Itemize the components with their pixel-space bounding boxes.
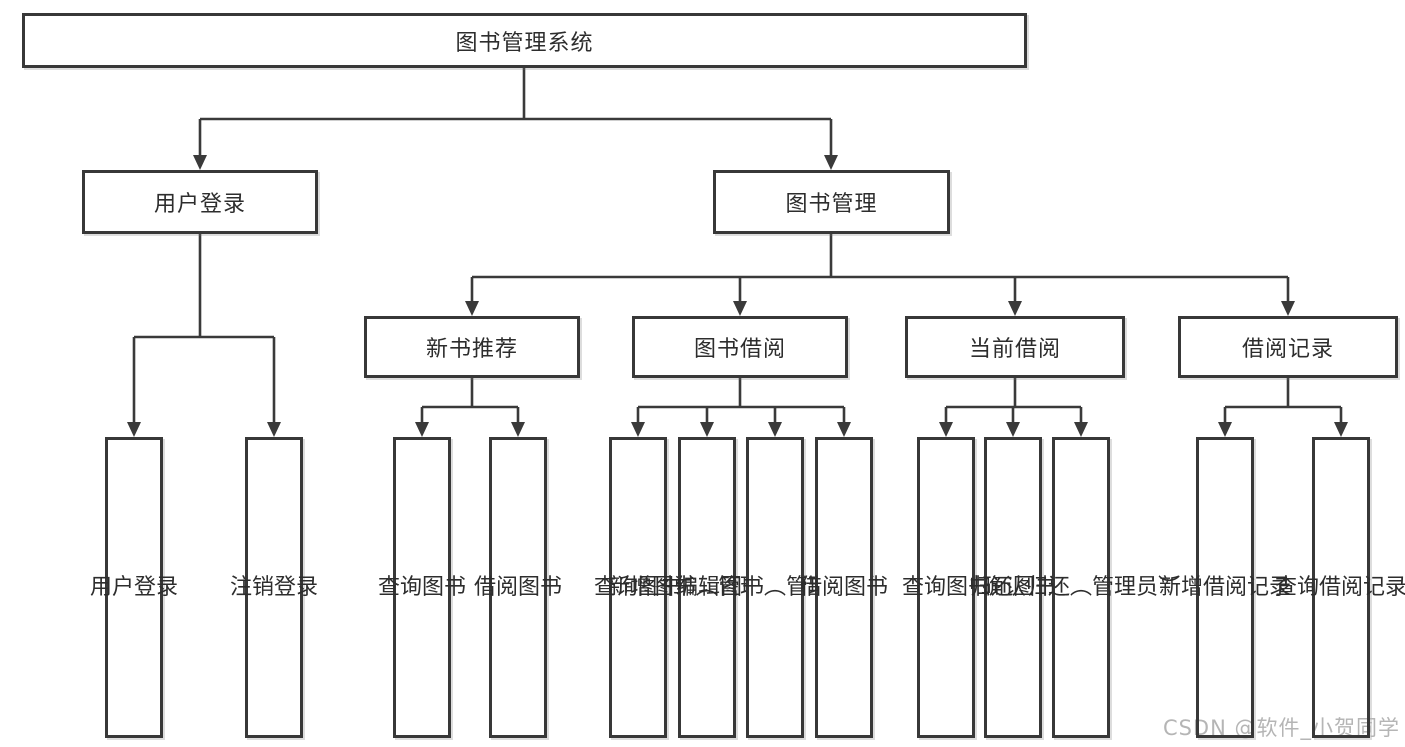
node-book-management-branch: 图书管理 [713,170,950,234]
node-library-management-system: 图书管理系统 [22,13,1027,68]
node-user-login-branch: 用户登录 [82,170,318,234]
leaf-logout: 注销登录 [230,437,318,738]
watermark-text: CSDN @软件_小贺同学 [1162,716,1400,740]
leaf-add-borrow-record: 新增借阅记录 [1159,437,1291,738]
leaf-query-books-recommend: 查询图书 [378,437,466,738]
leaf-user-login: 用户登录 [90,437,178,738]
leaf-confirm-return-admin: 确认归还︵管理员︶ [982,437,1180,738]
leaf-query-books-current: 查询图书 [902,437,990,738]
node-borrow-record: 借阅记录 [1178,316,1398,378]
leaf-return-books: 归还图书 [969,437,1057,738]
leaf-borrow-books-recommend: 借阅图书 [474,437,562,738]
node-current-borrow: 当前借阅 [905,316,1125,378]
leaf-borrow-books: 借阅图书 [800,437,888,738]
leaf-query-books-borrow: 查询图书 [594,437,682,738]
node-book-borrow: 图书借阅 [632,316,848,378]
node-new-book-recommend: 新书推荐 [364,316,580,378]
leaf-query-borrow-record: 查询借阅记录 [1275,437,1405,738]
